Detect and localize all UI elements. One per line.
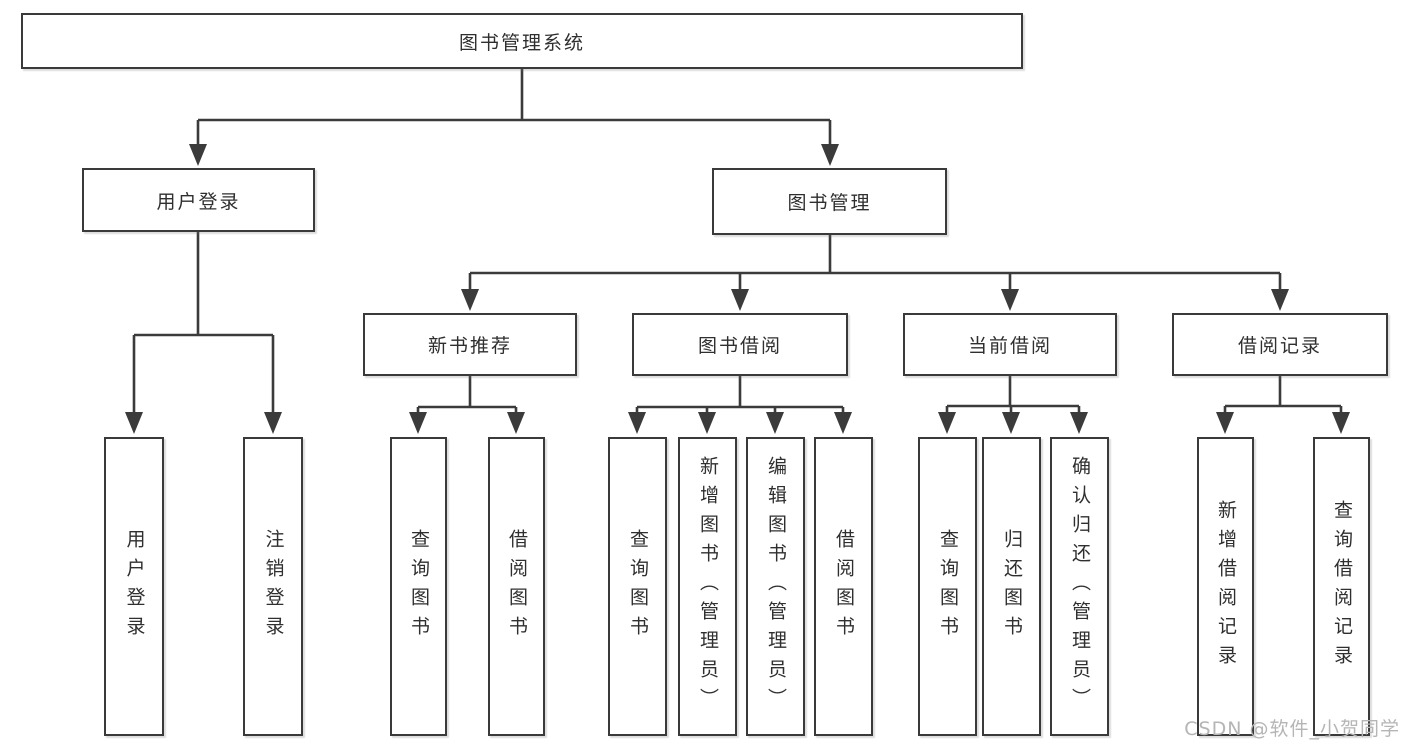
leaf-query-books-recommend: 查询图书 (390, 437, 447, 736)
node-book-management: 图书管理 (712, 168, 947, 235)
leaf-query-borrow-record: 查询借阅记录 (1313, 437, 1370, 736)
leaf-edit-book-admin-label: 编辑图书（管理员） (765, 456, 787, 717)
leaf-add-book-admin: 新增图书（管理员） (678, 437, 737, 736)
leaf-query-books-borrowing: 查询图书 (608, 437, 667, 736)
leaf-edit-book-admin: 编辑图书（管理员） (746, 437, 805, 736)
node-book-borrowing-label: 图书借阅 (697, 335, 782, 357)
leaf-query-books-current: 查询图书 (918, 437, 977, 736)
leaf-user-login-label: 用户登录 (123, 528, 146, 645)
leaf-borrow-books-recommend-label: 借阅图书 (506, 528, 528, 645)
leaf-query-borrow-record-label: 查询借阅记录 (1331, 499, 1353, 674)
node-root-label: 图书管理系统 (458, 31, 585, 54)
node-borrow-records: 借阅记录 (1172, 313, 1388, 376)
leaf-borrow-books-borrowing-label: 借阅图书 (833, 528, 855, 645)
leaf-query-books-current-label: 查询图书 (937, 528, 959, 645)
leaf-borrow-books-recommend: 借阅图书 (488, 437, 545, 736)
leaf-add-book-admin-label: 新增图书（管理员） (697, 456, 719, 717)
node-book-management-label: 图书管理 (787, 192, 872, 214)
watermark: CSDN @软件_小贺同学 (1184, 718, 1400, 740)
node-current-borrowing-label: 当前借阅 (967, 335, 1052, 357)
node-borrow-records-label: 借阅记录 (1237, 335, 1322, 357)
leaf-return-book-label: 归还图书 (1001, 528, 1023, 645)
node-current-borrowing: 当前借阅 (903, 313, 1117, 376)
leaf-confirm-return-admin: 确认归还（管理员） (1050, 437, 1109, 736)
leaf-return-book: 归还图书 (982, 437, 1041, 736)
node-root: 图书管理系统 (21, 13, 1023, 69)
leaf-add-borrow-record: 新增借阅记录 (1197, 437, 1254, 736)
node-user-login: 用户登录 (82, 168, 315, 232)
node-book-borrowing: 图书借阅 (632, 313, 848, 376)
leaf-add-borrow-record-label: 新增借阅记录 (1215, 499, 1237, 674)
leaf-borrow-books-borrowing: 借阅图书 (814, 437, 873, 736)
leaf-query-books-recommend-label: 查询图书 (408, 528, 430, 645)
node-user-login-label: 用户登录 (156, 190, 241, 213)
leaf-query-books-borrowing-label: 查询图书 (627, 528, 649, 645)
leaf-user-login: 用户登录 (104, 437, 164, 736)
leaf-logout-label: 注销登录 (262, 528, 285, 645)
leaf-confirm-return-admin-label: 确认归还（管理员） (1069, 456, 1091, 717)
node-new-book-recommend: 新书推荐 (363, 313, 577, 376)
node-new-book-recommend-label: 新书推荐 (427, 335, 512, 357)
leaf-logout: 注销登录 (243, 437, 303, 736)
